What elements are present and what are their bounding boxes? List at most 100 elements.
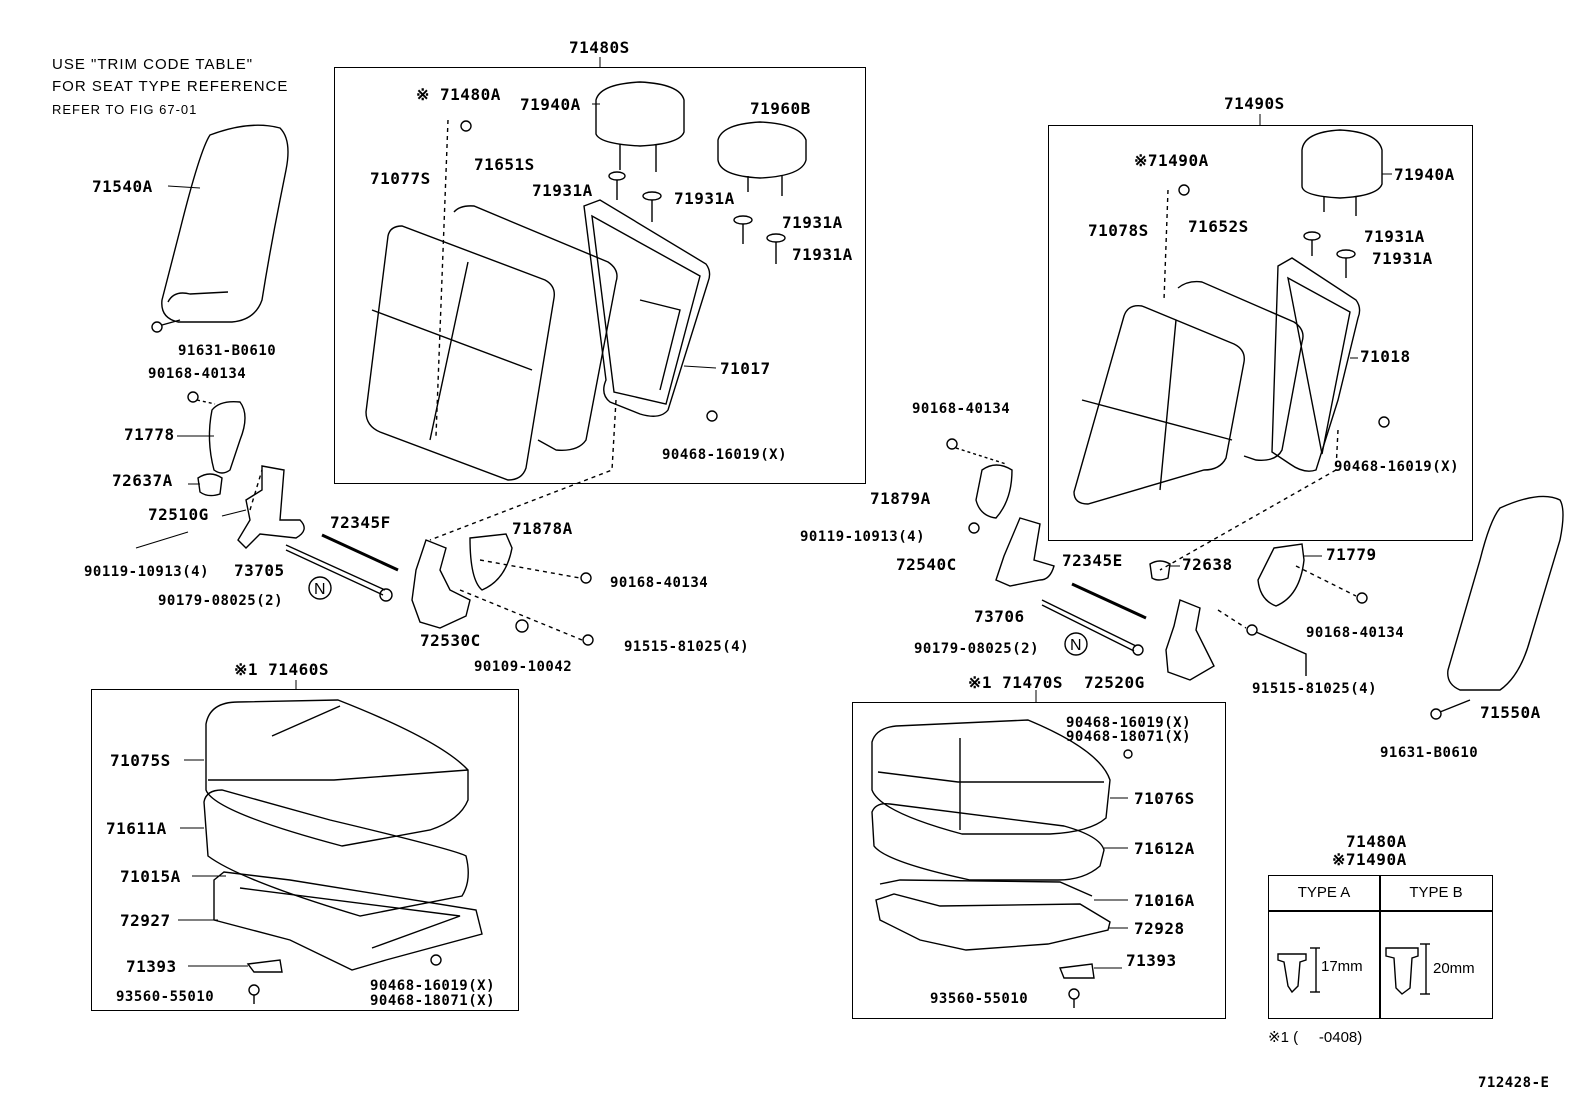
part-label-71931a-3[interactable]: 71931A xyxy=(782,213,843,232)
side-cover-71550a-drawing xyxy=(1447,495,1564,691)
part-label-72345e[interactable]: 72345E xyxy=(1062,551,1123,570)
part-label-71393-right[interactable]: 71393 xyxy=(1126,951,1177,970)
group-title-71470s[interactable]: ※1 71470S xyxy=(968,673,1063,692)
part-label-91515-81025-right[interactable]: 91515-81025(4) xyxy=(1252,681,1378,697)
part-label-90468-16019-c[interactable]: 90468-16019(X) xyxy=(1334,459,1460,475)
hinge-72520g-drawing xyxy=(1165,599,1215,681)
part-label-71652s[interactable]: 71652S xyxy=(1188,217,1249,236)
part-label-72345f[interactable]: 72345F xyxy=(330,513,391,532)
side-cover-71540a-drawing xyxy=(161,124,289,323)
recliner-72540c-drawing xyxy=(995,517,1055,587)
part-label-71540a[interactable]: 71540A xyxy=(92,177,153,196)
part-label-71017[interactable]: 71017 xyxy=(720,359,771,378)
part-label-71651s[interactable]: 71651S xyxy=(474,155,535,174)
part-label-72540c[interactable]: 72540C xyxy=(896,555,957,574)
guides-71931a-right-drawing xyxy=(1303,231,1356,278)
part-label-71940a-left[interactable]: 71940A xyxy=(520,95,581,114)
group-title-71460s[interactable]: ※1 71460S xyxy=(234,660,329,679)
part-label-90468-16019-d[interactable]: 90468-16019(X) xyxy=(1066,715,1192,731)
part-label-90468-16019-b[interactable]: 90468-16019(X) xyxy=(370,978,496,994)
knob-72638-drawing xyxy=(1149,560,1171,581)
part-label-71611a[interactable]: 71611A xyxy=(106,819,167,838)
part-label-71879a[interactable]: 71879A xyxy=(870,489,931,508)
part-label-71778[interactable]: 71778 xyxy=(124,425,175,444)
part-label-71931a-4[interactable]: 71931A xyxy=(792,245,853,264)
part-label-71931a-1[interactable]: 71931A xyxy=(532,181,593,200)
clip-table-title-2: ※71490A xyxy=(1332,850,1407,869)
part-label-71075s[interactable]: 71075S xyxy=(110,751,171,770)
clip-table-divider-h xyxy=(1269,910,1492,912)
screws-right-bottom xyxy=(1217,565,1368,676)
cover-71878a-drawing xyxy=(469,533,513,591)
part-label-90119-10913-left[interactable]: 90119-10913(4) xyxy=(84,564,210,580)
part-label-71779[interactable]: 71779 xyxy=(1326,545,1377,564)
part-label-71960b[interactable]: 71960B xyxy=(750,99,811,118)
part-label-71931a-6[interactable]: 71931A xyxy=(1372,249,1433,268)
part-label-90168-40134-c[interactable]: 90168-40134 xyxy=(912,401,1011,417)
part-label-72530c[interactable]: 72530C xyxy=(420,631,481,650)
svg-text:N: N xyxy=(314,581,326,598)
seatback-71078s-drawing xyxy=(1073,305,1245,505)
cover-71879a-drawing xyxy=(975,464,1013,519)
group-title-71490s[interactable]: 71490S xyxy=(1224,94,1285,113)
bolt-91631-b0610-right xyxy=(1430,699,1471,720)
screw-90168-left xyxy=(187,391,216,405)
part-label-71016a[interactable]: 71016A xyxy=(1134,891,1195,910)
clip-type-a-drawing xyxy=(1277,947,1320,994)
svg-text:N: N xyxy=(1070,637,1082,654)
part-label-72520g[interactable]: 72520G xyxy=(1084,673,1145,692)
rod-72345f-drawing xyxy=(321,533,399,572)
rod-73705-drawing xyxy=(285,544,393,602)
part-label-71393-left[interactable]: 71393 xyxy=(126,957,177,976)
part-label-91515-81025-left[interactable]: 91515-81025(4) xyxy=(624,639,750,655)
part-label-93560-55010-right[interactable]: 93560-55010 xyxy=(930,991,1029,1007)
knob-72637a-drawing xyxy=(197,473,223,497)
part-label-90179-08025-left[interactable]: 90179-08025(2) xyxy=(158,593,284,609)
part-label-90168-40134-b[interactable]: 90168-40134 xyxy=(610,575,709,591)
group-title-71480s[interactable]: 71480S xyxy=(569,38,630,57)
part-label-71078s[interactable]: 71078S xyxy=(1088,221,1149,240)
part-label-71878a[interactable]: 71878A xyxy=(512,519,573,538)
part-label-72928[interactable]: 72928 xyxy=(1134,919,1185,938)
part-label-71015a[interactable]: 71015A xyxy=(120,867,181,886)
part-label-91631-b0610-right[interactable]: 91631-B0610 xyxy=(1380,745,1479,761)
cushion-71075s-drawing xyxy=(205,699,469,847)
part-label-71077s[interactable]: 71077S xyxy=(370,169,431,188)
part-label-71490a-mark[interactable]: ※71490A xyxy=(1134,151,1209,170)
headrest-71940a-left-drawing xyxy=(595,81,685,172)
part-label-90168-40134-d[interactable]: 90168-40134 xyxy=(1306,625,1405,641)
part-label-90468-18071-d[interactable]: 90468-18071(X) xyxy=(1066,729,1192,745)
part-label-71931a-5[interactable]: 71931A xyxy=(1364,227,1425,246)
part-label-91631-b0610-left[interactable]: 91631-B0610 xyxy=(178,343,277,359)
group-box-71460s xyxy=(91,689,519,1011)
part-label-72637a[interactable]: 72637A xyxy=(112,471,173,490)
pad-71612a-drawing xyxy=(871,802,1105,881)
part-label-71550a[interactable]: 71550A xyxy=(1480,703,1541,722)
part-label-73706[interactable]: 73706 xyxy=(974,607,1025,626)
part-label-90179-08025-right[interactable]: 90179-08025(2) xyxy=(914,641,1040,657)
part-label-90468-16019-a[interactable]: 90468-16019(X) xyxy=(662,447,788,463)
part-label-71612a[interactable]: 71612A xyxy=(1134,839,1195,858)
clip-table-dim-b: 20mm xyxy=(1433,960,1475,977)
part-label-71931a-2[interactable]: 71931A xyxy=(674,189,735,208)
part-label-73705[interactable]: 73705 xyxy=(234,561,285,580)
group-box-71470s xyxy=(852,702,1226,1019)
part-label-90119-10913-right[interactable]: 90119-10913(4) xyxy=(800,529,926,545)
cover-71778-drawing xyxy=(208,400,246,474)
pad-71611a-drawing xyxy=(203,789,469,917)
part-label-93560-55010-left[interactable]: 93560-55010 xyxy=(116,989,215,1005)
part-label-72638[interactable]: 72638 xyxy=(1182,555,1233,574)
part-label-90468-18071-b[interactable]: 90468-18071(X) xyxy=(370,993,496,1009)
n-mark-right: N xyxy=(1064,632,1088,656)
clip-table-divider-v xyxy=(1379,876,1381,1018)
part-label-71076s[interactable]: 71076S xyxy=(1134,789,1195,808)
footnote: ※1 ( -0408) xyxy=(1268,1029,1363,1046)
part-label-71018[interactable]: 71018 xyxy=(1360,347,1411,366)
part-label-90109-10042[interactable]: 90109-10042 xyxy=(474,659,573,675)
part-label-71940a-right[interactable]: 71940A xyxy=(1394,165,1455,184)
part-label-71480a-mark[interactable]: ※ 71480A xyxy=(416,85,501,104)
part-label-72510g[interactable]: 72510G xyxy=(148,505,209,524)
part-label-90168-40134-a[interactable]: 90168-40134 xyxy=(148,366,247,382)
part-label-72927[interactable]: 72927 xyxy=(120,911,171,930)
